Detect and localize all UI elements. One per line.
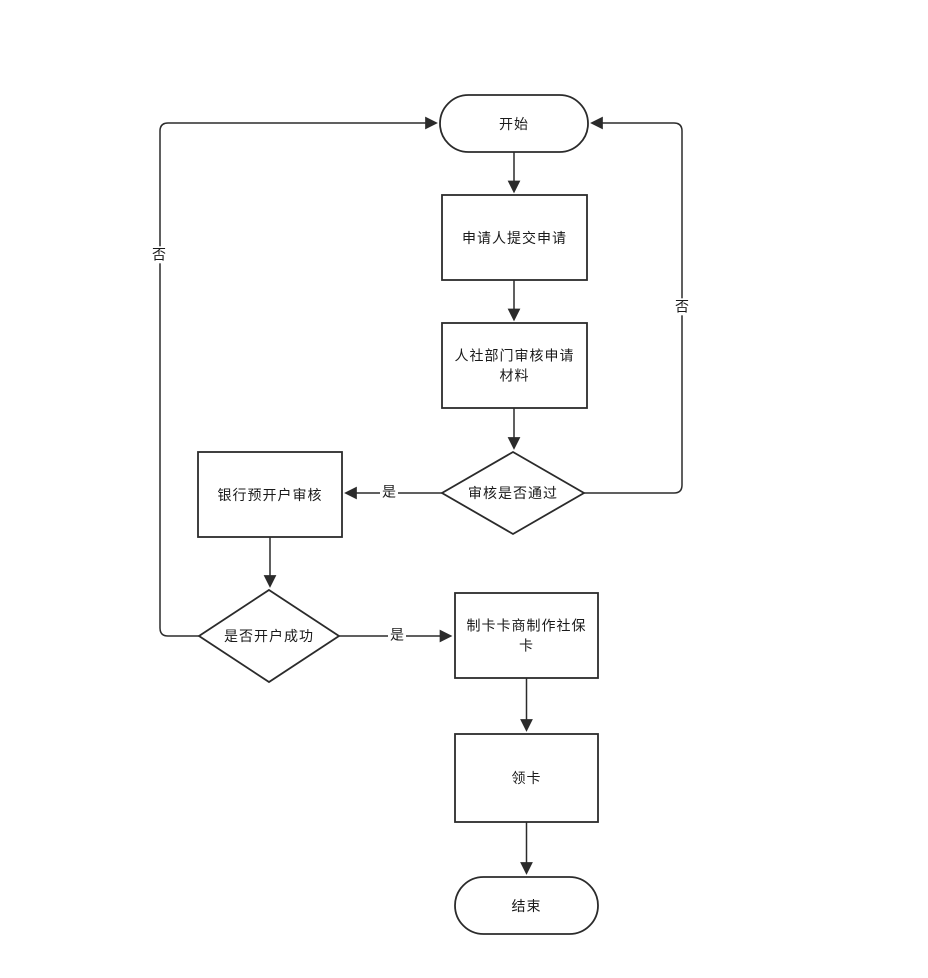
review-node-label: 人社部门审核申请材料	[454, 347, 575, 384]
edge-decision-no-to-start	[584, 116, 683, 494]
make-card-node-label: 制卡卡商制作社保卡	[466, 617, 587, 654]
edge-label-review-yes: 是	[380, 483, 398, 501]
review-pass-decision-shape	[440, 450, 586, 536]
start-node-label: 开始	[499, 115, 529, 132]
bank-review-node-label: 银行预开户审核	[217, 486, 323, 503]
make-card-node-shape	[454, 592, 599, 679]
get-card-node-label: 领卡	[511, 769, 542, 786]
edge-account-no-to-start	[159, 116, 438, 637]
edge-label-account-yes: 是	[388, 626, 406, 644]
get-card-node-shape	[454, 733, 599, 823]
edge-label-review-no: 否	[673, 298, 691, 316]
submit-node-shape	[441, 194, 588, 281]
submit-node-label: 申请人提交申请	[462, 229, 567, 246]
review-pass-decision-label: 审核是否通过	[468, 484, 558, 501]
end-node-label: 结束	[511, 897, 542, 914]
account-success-decision-shape	[197, 588, 341, 684]
account-success-decision-label: 是否开户成功	[224, 627, 314, 644]
edge-label-account-no: 否	[150, 246, 168, 264]
start-node-shape	[439, 94, 589, 153]
bank-review-node-shape	[197, 451, 343, 538]
review-node-shape	[441, 322, 588, 409]
end-node-shape	[454, 876, 599, 935]
